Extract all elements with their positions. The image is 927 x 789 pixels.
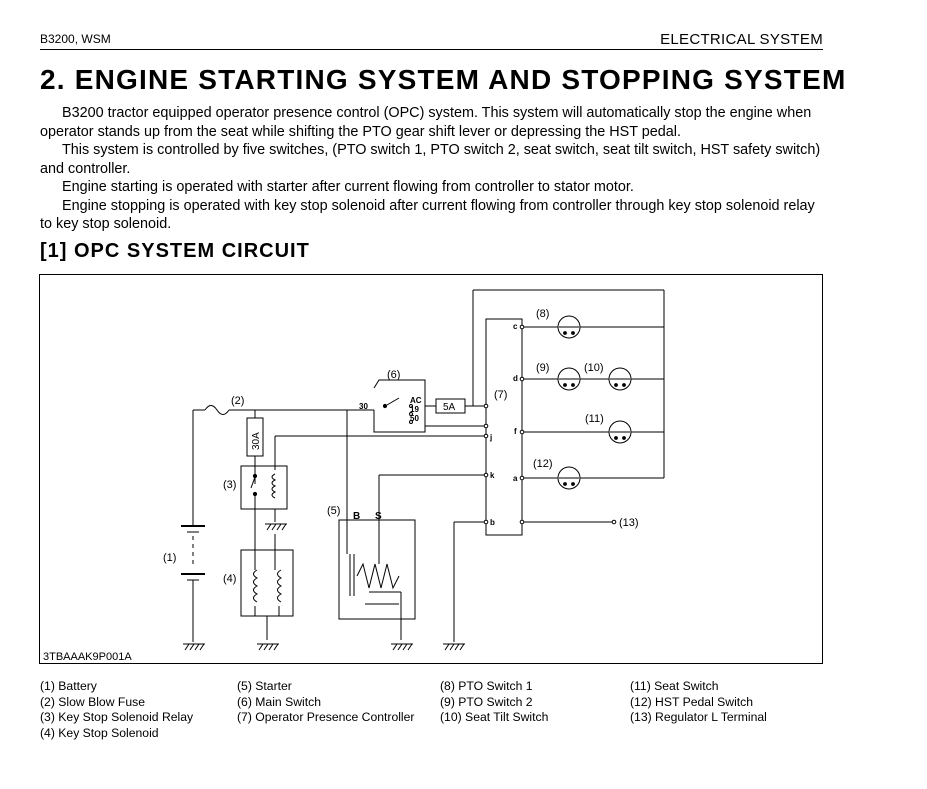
- legend-item: (7) Operator Presence Controller: [237, 710, 415, 724]
- main-switch-icon: [373, 379, 426, 433]
- figure-code: 3TBAAAK9P001A: [43, 651, 132, 663]
- ground-icon: [443, 643, 465, 651]
- paragraph: This system is controlled by five switch…: [40, 142, 821, 177]
- switch-symbol-icon: [608, 420, 632, 444]
- legend-item: (8) PTO Switch 1: [440, 679, 533, 693]
- legend-item: (13) Regulator L Terminal: [630, 710, 767, 724]
- legend-item: (6) Main Switch: [237, 694, 321, 709]
- controller-terminal-b: b: [490, 518, 495, 527]
- controller-terminal-a: a: [513, 474, 518, 483]
- callout-7: (7): [494, 389, 507, 401]
- legend-col-2: (5) Starter (6) Main Switch (7) Operator…: [237, 679, 414, 726]
- fuse-5a: [435, 398, 466, 414]
- ground-icon: [183, 643, 205, 651]
- ground-icon: [391, 643, 413, 651]
- callout-5: (5): [327, 505, 340, 517]
- header-model: B3200, WSM: [40, 32, 111, 46]
- callout-2: (2): [231, 395, 244, 407]
- ground-icon: [257, 643, 279, 651]
- switch-terminal-ac: AC: [410, 396, 422, 405]
- wires: [192, 289, 665, 642]
- callout-4: (4): [223, 573, 236, 585]
- callout-11: (11): [585, 413, 604, 425]
- switch-symbol-icon: [557, 315, 581, 339]
- legend-item: (9) PTO Switch 2: [440, 694, 533, 709]
- opc-circuit-diagram: 30A B S 30 A: [39, 274, 823, 664]
- section-title: [1] OPC SYSTEM CIRCUIT: [40, 240, 310, 262]
- starter-icon: [338, 519, 416, 620]
- callout-6: (6): [387, 369, 400, 381]
- intro-text: B3200 tractor equipped operator presence…: [40, 104, 825, 234]
- controller-terminal-d: d: [513, 374, 518, 383]
- switch-terminal-50: 50: [410, 414, 419, 423]
- legend-item: (3) Key Stop Solenoid Relay: [40, 710, 194, 724]
- switch-terminal-19: 19: [410, 405, 419, 414]
- fuse-30a-label: 30A: [251, 432, 262, 450]
- controller-terminal-f: f: [514, 427, 517, 436]
- header-rule: [40, 49, 823, 50]
- callout-13: (13): [619, 517, 639, 529]
- callout-12: (12): [533, 458, 553, 470]
- paragraph: B3200 tractor equipped operator presence…: [40, 105, 812, 140]
- relay-icon: [240, 465, 288, 510]
- ground-icon: [265, 523, 287, 531]
- paragraph: Engine starting is operated with starter…: [62, 179, 634, 195]
- legend-item: (4) Key Stop Solenoid: [40, 725, 159, 740]
- starter-terminal-s: S: [375, 511, 382, 522]
- callout-8: (8): [536, 308, 549, 320]
- switch-symbol-icon: [557, 367, 581, 391]
- controller-terminal-j: j: [489, 433, 492, 442]
- starter-terminal-b: B: [353, 511, 360, 522]
- fuse-30a: [246, 417, 264, 457]
- legend-item: (2) Slow Blow Fuse: [40, 694, 145, 709]
- legend-item: (5) Starter: [237, 679, 292, 693]
- legend-item: (1) Battery: [40, 679, 97, 693]
- battery-icon: [181, 525, 205, 581]
- page-title: 2. ENGINE STARTING SYSTEM AND STOPPING S…: [40, 64, 847, 95]
- switch-symbol-icon: [557, 466, 581, 490]
- legend-col-3: (8) PTO Switch 1 (9) PTO Switch 2 (10) S…: [440, 679, 548, 726]
- legend-col-1: (1) Battery (2) Slow Blow Fuse (3) Key S…: [40, 679, 193, 741]
- solenoid-icon: [240, 534, 294, 617]
- callout-3: (3): [223, 479, 236, 491]
- callout-9: (9): [536, 362, 549, 374]
- legend-item: (12) HST Pedal Switch: [630, 694, 754, 709]
- paragraph: Engine stopping is operated with key sto…: [40, 197, 815, 233]
- controller-terminal-k: k: [490, 471, 495, 480]
- fuse-5a-label: 5A: [443, 402, 456, 413]
- legend-item: (10) Seat Tilt Switch: [440, 710, 549, 724]
- callout-1: (1): [163, 552, 176, 564]
- switch-terminal-30: 30: [359, 402, 368, 411]
- legend-col-4: (11) Seat Switch (12) HST Pedal Switch (…: [630, 679, 767, 726]
- header-section: ELECTRICAL SYSTEM: [660, 31, 823, 48]
- legend-item: (11) Seat Switch: [630, 679, 719, 693]
- callout-10: (10): [584, 362, 604, 374]
- controller-terminal-c: c: [513, 322, 518, 331]
- switch-symbol-icon: [608, 367, 632, 391]
